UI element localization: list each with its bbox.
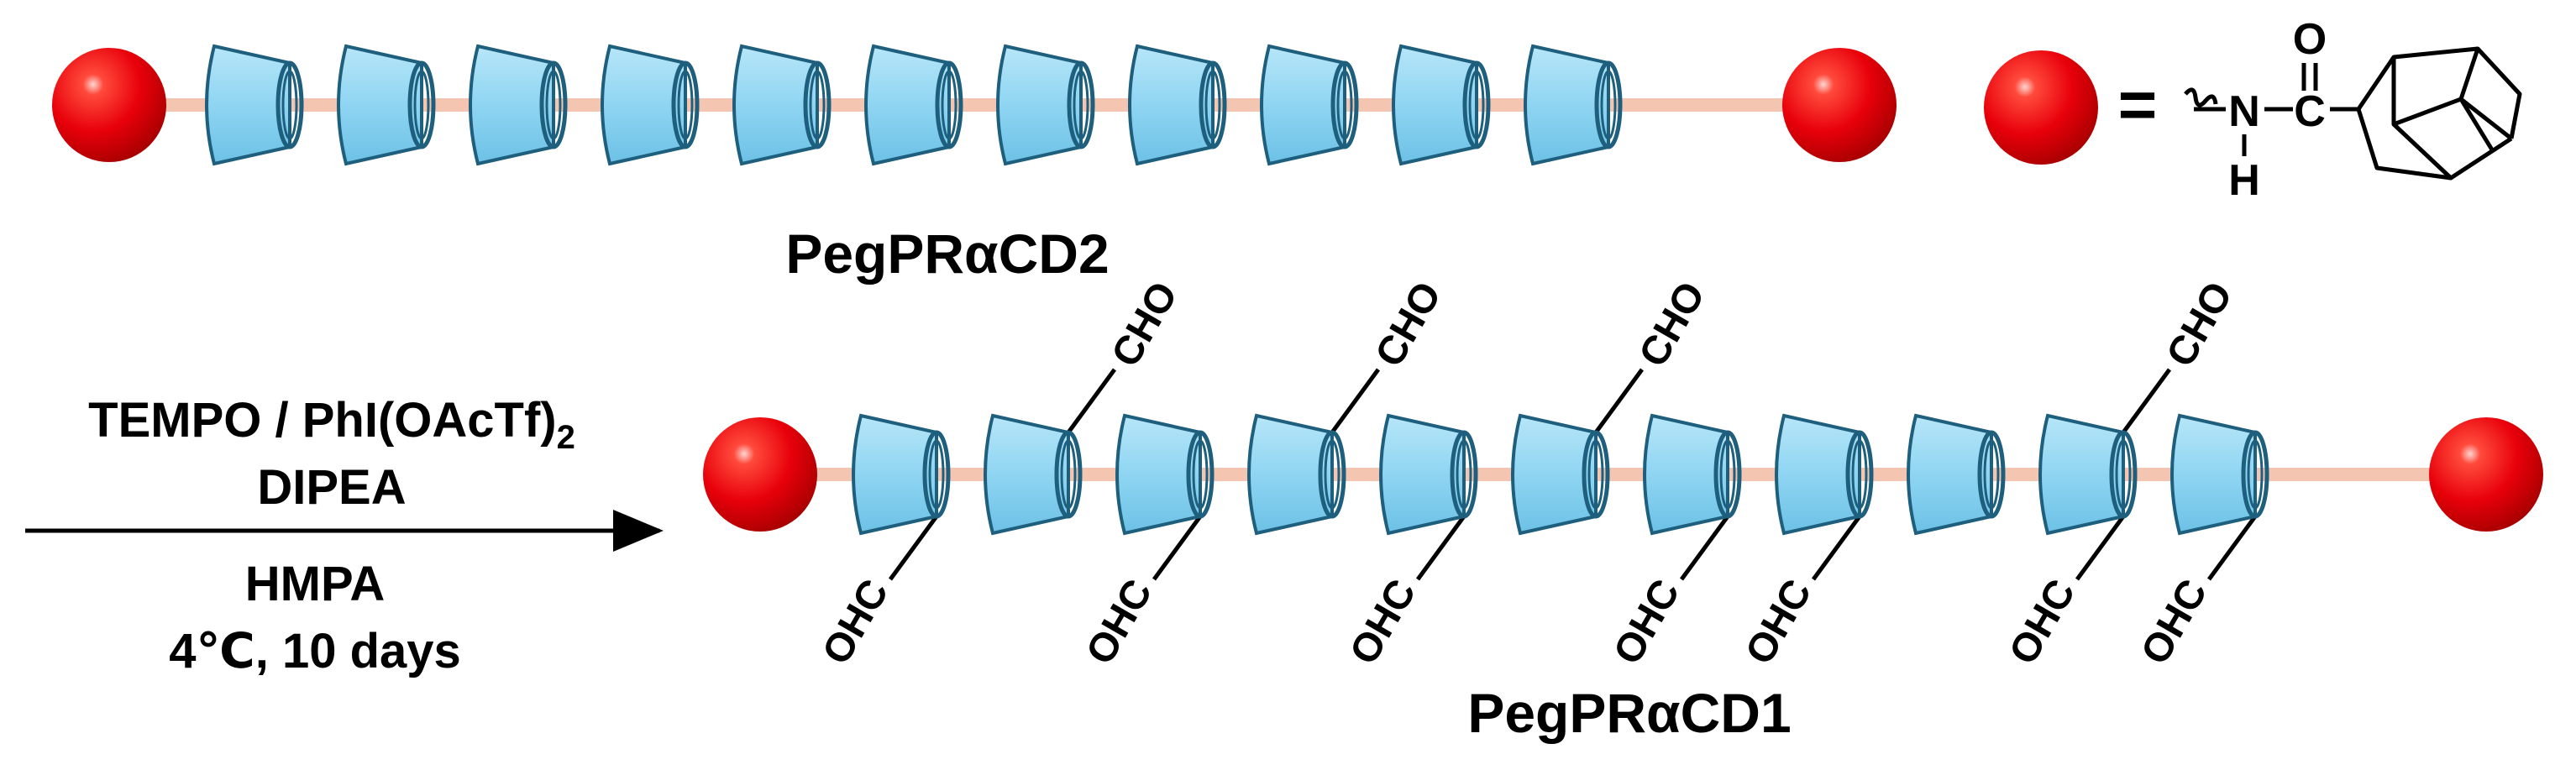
bottom-left-stopper xyxy=(703,417,817,532)
solvent-label: HMPA xyxy=(245,557,385,611)
substituent-bond xyxy=(1152,515,1203,581)
top-cyclodextrin-ring xyxy=(1524,44,1623,166)
reagent-line-1: TEMPO / PhI(OAcTf)2 xyxy=(88,393,575,456)
bottom-cyclodextrin-ring xyxy=(1247,413,1346,536)
bottom-cyclodextrin-ring xyxy=(984,413,1083,536)
substituent-bond xyxy=(1066,368,1117,434)
substituent-bond xyxy=(2075,515,2126,581)
top-cyclodextrin-ring xyxy=(1392,44,1491,166)
bottom-cyclodextrin-ring xyxy=(852,413,951,536)
substituent-bond xyxy=(1679,515,1730,581)
top-cyclodextrin-ring xyxy=(337,44,436,166)
top-rotaxane: PegPRαCD2 xyxy=(52,44,1897,285)
top-cyclodextrin-ring xyxy=(732,44,832,166)
bottom-cyclodextrin-ring xyxy=(2038,413,2138,536)
substituent-bond xyxy=(1415,515,1466,581)
substituent-bond xyxy=(888,515,939,581)
ohc-group-label: OHC xyxy=(2001,572,2084,672)
top-cyclodextrin-ring xyxy=(996,44,1095,166)
bottom-rotaxane-label: PegPRαCD1 xyxy=(1467,682,1791,744)
ohc-group-label: OHC xyxy=(1341,572,1424,672)
cho-group-label: CHO xyxy=(2159,275,2242,375)
bottom-rotaxane: OHC CHO OHC CHO OHC CHO OHC OHC OHC CHO OHC PegPRα… xyxy=(703,275,2543,744)
bottom-cyclodextrin-ring xyxy=(1115,413,1215,536)
legend-equals-sign: = xyxy=(2118,67,2158,142)
top-cyclodextrin-ring xyxy=(469,44,568,166)
chem-h-label: H xyxy=(2228,156,2260,205)
bottom-cyclodextrin-ring xyxy=(1643,413,1742,536)
wavy-bond-icon xyxy=(2184,87,2218,107)
substituent-bond xyxy=(1593,368,1645,434)
ohc-group-label: OHC xyxy=(814,572,897,672)
chem-c-label: C xyxy=(2294,87,2326,136)
ohc-group-label: OHC xyxy=(1737,572,1820,672)
bottom-cyclodextrin-ring xyxy=(1511,413,1610,536)
chem-n-label: N xyxy=(2228,87,2260,136)
legend-stopper-ball xyxy=(1984,50,2098,165)
reagent-line-2: DIPEA xyxy=(257,460,406,515)
adamantane-icon xyxy=(2356,46,2522,181)
top-cyclodextrin-ring xyxy=(1128,44,1227,166)
bottom-cyclodextrin-ring xyxy=(1907,413,2006,536)
ohc-group-label: OHC xyxy=(1078,572,1161,672)
conditions-label: 4℃, 10 days xyxy=(169,624,461,678)
chem-o-label: O xyxy=(2293,15,2327,64)
reaction-conditions: TEMPO / PhI(OAcTf)2 DIPEA HMPA 4℃, 10 da… xyxy=(25,393,664,678)
substituent-bond xyxy=(1330,368,1381,434)
bottom-right-stopper xyxy=(2429,417,2543,532)
bottom-cyclodextrin-ring xyxy=(1379,413,1478,536)
bottom-cyclodextrin-ring xyxy=(1775,413,1874,536)
stopper-legend: = N H C O xyxy=(1984,15,2522,205)
top-rotaxane-label: PegPRαCD2 xyxy=(785,223,1109,285)
top-cyclodextrin-ring xyxy=(205,44,304,166)
substituent-bond xyxy=(2206,515,2258,581)
top-cyclodextrin-ring xyxy=(864,44,963,166)
cho-group-label: CHO xyxy=(1367,275,1451,375)
substituent-bond xyxy=(2121,368,2172,434)
ohc-group-label: OHC xyxy=(1605,572,1688,672)
top-cyclodextrin-ring xyxy=(1260,44,1359,166)
cho-group-label: CHO xyxy=(1631,275,1714,375)
top-cyclodextrin-ring xyxy=(601,44,700,166)
ohc-group-label: OHC xyxy=(2133,572,2216,672)
top-left-stopper xyxy=(52,48,166,162)
cho-group-label: CHO xyxy=(1104,275,1187,375)
substituent-bond xyxy=(1811,515,1862,581)
top-right-stopper xyxy=(1782,48,1897,162)
bottom-cyclodextrin-ring xyxy=(2170,413,2269,536)
